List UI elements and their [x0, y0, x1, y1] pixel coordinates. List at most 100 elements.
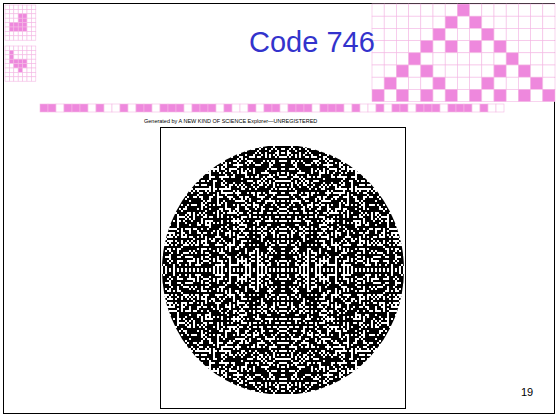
pixel-cell [543, 16, 555, 28]
pixel-cell [396, 41, 408, 53]
pixel-cell [494, 89, 506, 101]
slide-border [4, 4, 555, 414]
pixel-cell [482, 65, 494, 77]
pixel-cell [494, 41, 506, 53]
pixel-cell [14, 5, 18, 9]
pixel-cell [5, 64, 9, 68]
pixel-cell [5, 55, 9, 59]
pixel-cell [23, 64, 27, 68]
pixel-cell [152, 104, 160, 112]
pixel-cell [27, 59, 31, 63]
pixel-cell [392, 104, 400, 112]
pixel-cell [384, 53, 396, 65]
pixel-cell [23, 36, 27, 40]
pixel-cell [457, 28, 469, 40]
pixel-cell [14, 72, 18, 76]
pixel-cell [433, 4, 445, 16]
pixel-cell [9, 59, 13, 63]
pixel-cell [494, 4, 506, 16]
pixel-cell [531, 65, 543, 77]
pixel-cell [240, 104, 248, 112]
pixel-cell [518, 41, 530, 53]
pixel-cell [445, 41, 457, 53]
pixel-cell [14, 59, 18, 63]
pixel-cell [518, 65, 530, 77]
pixel-cell [14, 14, 18, 18]
pixel-cell [372, 4, 384, 16]
pixel-cell [470, 77, 482, 89]
pixel-cell [416, 104, 424, 112]
pixel-cell [433, 53, 445, 65]
automaton-pattern [159, 146, 407, 394]
pixel-cell [128, 104, 136, 112]
pixel-cell [5, 68, 9, 72]
pixel-cell [27, 9, 31, 13]
pixel-cell [31, 31, 35, 35]
pixel-cell [23, 68, 27, 72]
pixel-cell [506, 65, 518, 77]
pixel-cell [18, 31, 22, 35]
pixel-cell [9, 72, 13, 76]
pixel-cell [27, 46, 31, 50]
pixel-cell [48, 104, 56, 112]
pixel-cell [448, 104, 456, 112]
pixel-cell [5, 72, 9, 76]
pixel-cell [304, 104, 312, 112]
pixel-cell [18, 46, 22, 50]
pixel-cell [160, 104, 168, 112]
pixel-cell [396, 28, 408, 40]
pixel-cell [176, 104, 184, 112]
pixel-cell [18, 72, 22, 76]
pixel-cell [384, 28, 396, 40]
pixel-cell [494, 16, 506, 28]
pixel-cell [464, 104, 472, 112]
pixel-cell [23, 23, 27, 27]
pixel-cell [9, 23, 13, 27]
pixel-cell [208, 104, 216, 112]
pixel-cell [224, 104, 232, 112]
pixel-cell [396, 89, 408, 101]
pixel-cell [14, 27, 18, 31]
pixel-cell [14, 68, 18, 72]
pixel-cell [5, 27, 9, 31]
pixel-cell [27, 27, 31, 31]
pixel-cell [396, 4, 408, 16]
pixel-cell [482, 77, 494, 89]
pixel-cell [27, 72, 31, 76]
pixel-cell [320, 104, 328, 112]
pixel-cell [384, 16, 396, 28]
pixel-cell [421, 77, 433, 89]
pixel-cell [9, 77, 13, 81]
pixel-cell [433, 65, 445, 77]
pixel-cell [96, 104, 104, 112]
pixel-cell [192, 104, 200, 112]
pixel-cell [368, 104, 376, 112]
pixel-cell [482, 53, 494, 65]
pixel-cell [9, 14, 13, 18]
pixel-cell [40, 104, 48, 112]
pixel-cell [518, 53, 530, 65]
pixel-cell [264, 104, 272, 112]
pixel-cell [445, 89, 457, 101]
pixel-cell [14, 23, 18, 27]
pixel-cell [5, 36, 9, 40]
pixel-cell [136, 104, 144, 112]
pixel-cell [531, 89, 543, 101]
pixel-cell [336, 104, 344, 112]
pixel-cell [470, 28, 482, 40]
pixel-cell [256, 104, 264, 112]
pixel-cell [445, 16, 457, 28]
pixel-cell [9, 36, 13, 40]
pixel-cell [112, 104, 120, 112]
pixel-cell [372, 65, 384, 77]
pixel-cell [376, 104, 384, 112]
pixel-cell [494, 65, 506, 77]
pixel-cell [506, 53, 518, 65]
pixel-triangle [372, 4, 555, 102]
pixel-cell [421, 53, 433, 65]
pixel-cell [272, 104, 280, 112]
pixel-icon [5, 5, 36, 40]
pixel-cell [5, 23, 9, 27]
pixel-cell [18, 50, 22, 54]
